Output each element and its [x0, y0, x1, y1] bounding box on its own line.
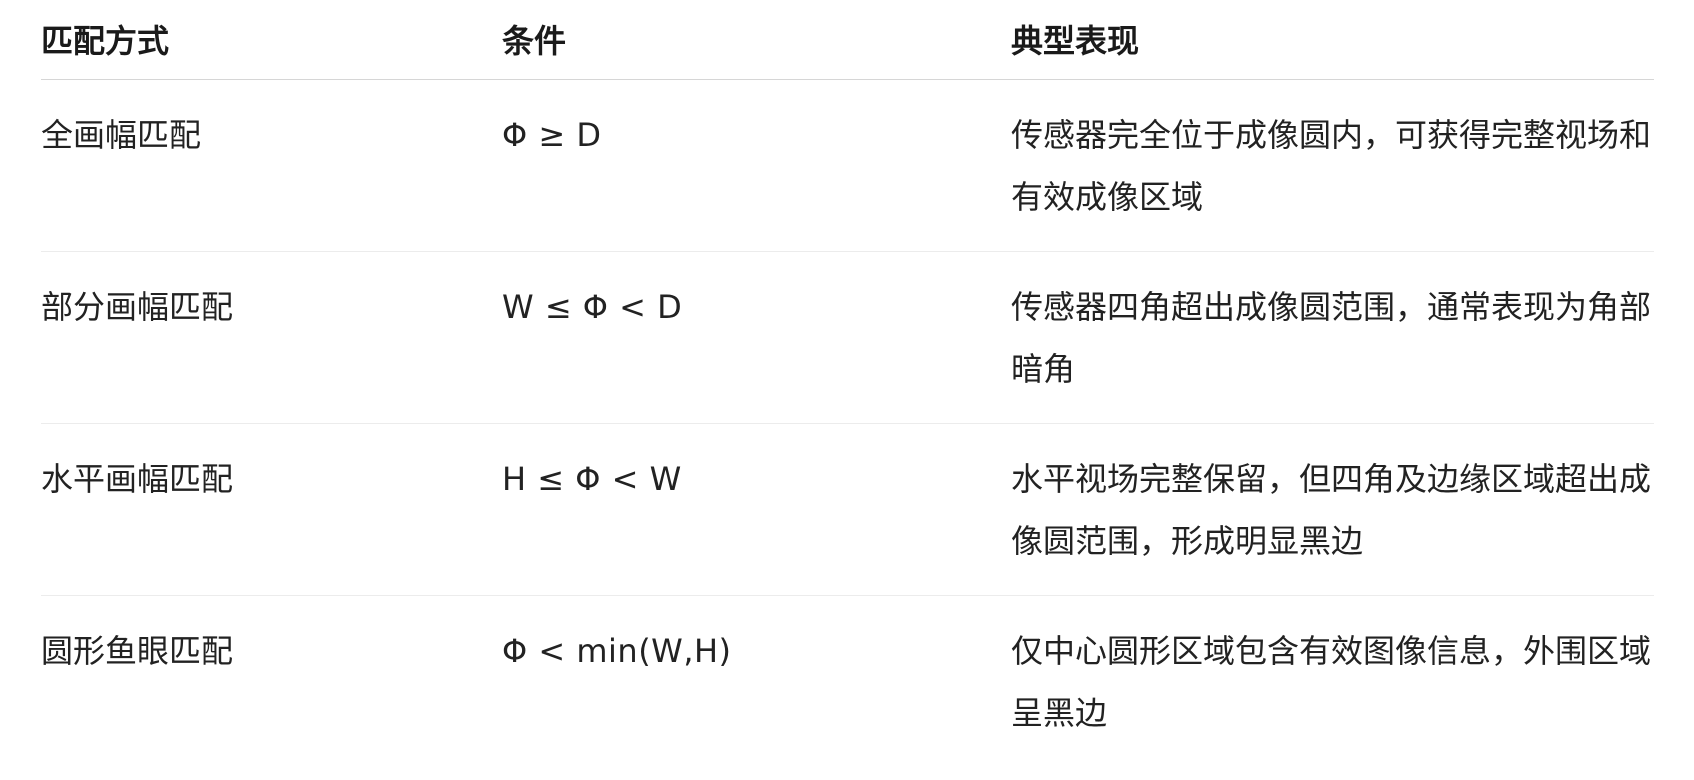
- table-row: 部分画幅匹配 W ≤ Φ < D 传感器四角超出成像圆范围，通常表现为角部暗角: [41, 252, 1654, 424]
- row-description: 传感器四角超出成像圆范围，通常表现为角部暗角: [1011, 288, 1652, 388]
- row-condition: Φ ≥ D: [502, 116, 602, 154]
- row-condition: Φ < min(W,H): [502, 632, 732, 670]
- table-row: 全画幅匹配 Φ ≥ D 传感器完全位于成像圆内，可获得完整视场和有效成像区域: [41, 80, 1654, 252]
- matching-table: 匹配方式 条件 典型表现 全画幅匹配 Φ ≥ D 传感器完全位于成像圆内，可获得…: [41, 0, 1654, 768]
- header-method: 匹配方式: [41, 22, 170, 60]
- row-description: 传感器完全位于成像圆内，可获得完整视场和有效成像区域: [1011, 116, 1652, 216]
- row-method: 部分画幅匹配: [41, 288, 234, 326]
- row-method: 圆形鱼眼匹配: [41, 632, 234, 670]
- row-description: 仅中心圆形区域包含有效图像信息，外围区域呈黑边: [1011, 632, 1652, 732]
- row-condition: H ≤ Φ < W: [502, 460, 682, 498]
- header-description: 典型表现: [1011, 22, 1140, 60]
- row-condition: W ≤ Φ < D: [502, 288, 683, 326]
- row-method: 全画幅匹配: [41, 116, 202, 154]
- table-row: 水平画幅匹配 H ≤ Φ < W 水平视场完整保留，但四角及边缘区域超出成像圆范…: [41, 424, 1654, 596]
- row-method: 水平画幅匹配: [41, 460, 234, 498]
- table-header: 匹配方式 条件 典型表现: [41, 0, 1654, 80]
- table-row: 圆形鱼眼匹配 Φ < min(W,H) 仅中心圆形区域包含有效图像信息，外围区域…: [41, 596, 1654, 768]
- header-condition: 条件: [502, 22, 567, 60]
- row-description: 水平视场完整保留，但四角及边缘区域超出成像圆范围，形成明显黑边: [1011, 460, 1652, 560]
